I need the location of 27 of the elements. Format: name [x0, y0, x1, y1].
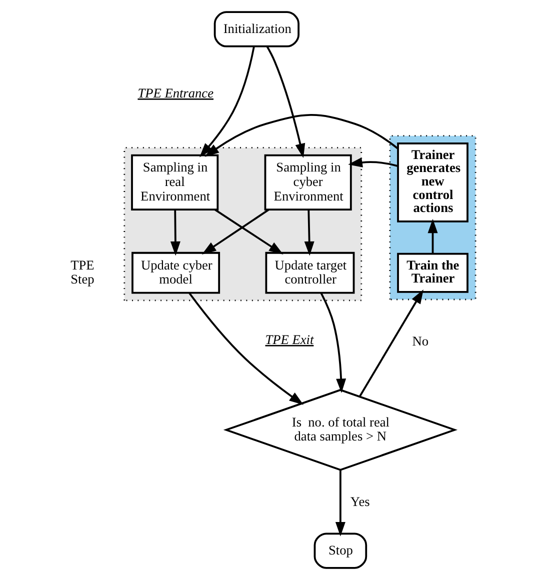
arrow — [428, 218, 438, 254]
arrow — [202, 208, 270, 254]
node-box: Sampling in real Environment — [131, 154, 219, 211]
arrow — [200, 46, 255, 158]
label: TPE Entrance — [138, 85, 214, 100]
node-diamond: Is no. of total real data samples > N — [223, 388, 458, 471]
node-box: Trainer generates new control actions — [397, 142, 468, 222]
node-box: Update target controller — [265, 252, 355, 294]
arrow — [204, 114, 398, 157]
node-box: Update cyber model — [132, 252, 220, 294]
node-box: Stop — [314, 532, 368, 569]
arrow — [348, 157, 398, 168]
node-label: TPE Step — [70, 257, 94, 287]
cluster — [389, 135, 476, 300]
arrow — [214, 208, 284, 254]
arrow — [170, 210, 180, 256]
arrow — [266, 46, 306, 158]
arrow — [335, 470, 346, 536]
edge-label: No — [412, 333, 429, 348]
node-box: Train the Trainer — [397, 252, 468, 293]
arrow — [304, 210, 314, 256]
node-box: Sampling in cyber Environment — [264, 154, 352, 211]
edge-label: Yes — [350, 494, 370, 509]
arrow — [320, 292, 346, 393]
arrow — [359, 289, 424, 397]
label: TPE Exit — [265, 332, 314, 347]
node-box: Initialization — [214, 11, 300, 48]
